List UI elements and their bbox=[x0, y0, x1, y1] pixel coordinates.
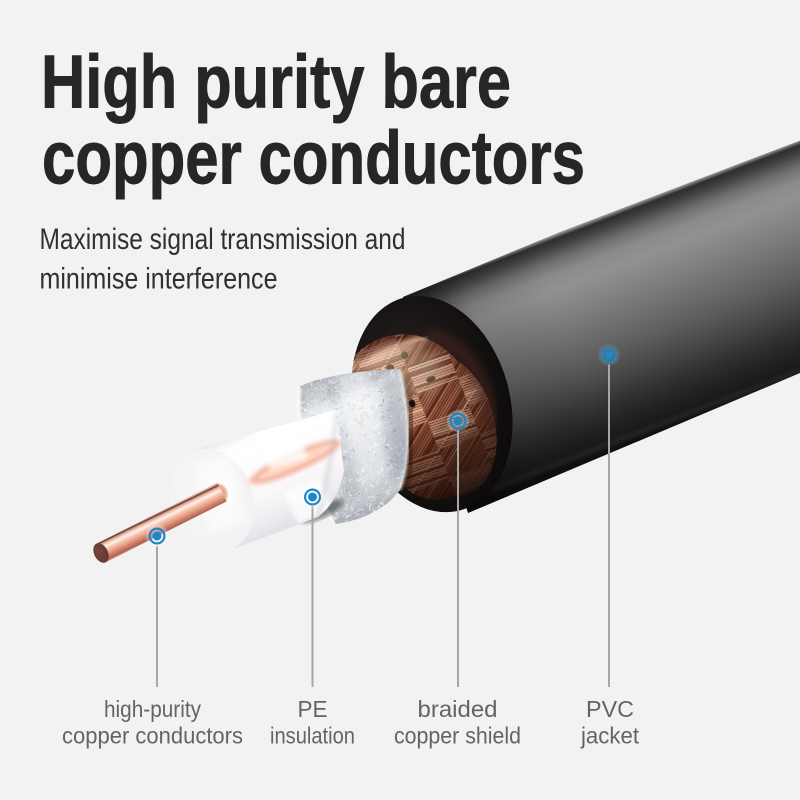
svg-text:insulation: insulation bbox=[270, 723, 355, 749]
svg-text:copper shield: copper shield bbox=[394, 723, 521, 749]
svg-text:minimise interference: minimise interference bbox=[40, 263, 278, 296]
svg-text:jacket: jacket bbox=[580, 723, 640, 749]
svg-text:Maximise signal transmission a: Maximise signal transmission and bbox=[40, 223, 406, 256]
svg-text:PVC: PVC bbox=[586, 696, 634, 722]
svg-text:high-purity: high-purity bbox=[104, 696, 201, 722]
svg-text:High purity bare: High purity bare bbox=[41, 40, 511, 124]
svg-text:braided: braided bbox=[418, 696, 498, 722]
svg-text:PE: PE bbox=[298, 696, 328, 722]
svg-text:copper conductors: copper conductors bbox=[62, 723, 243, 749]
svg-text:copper conductors: copper conductors bbox=[42, 116, 585, 200]
